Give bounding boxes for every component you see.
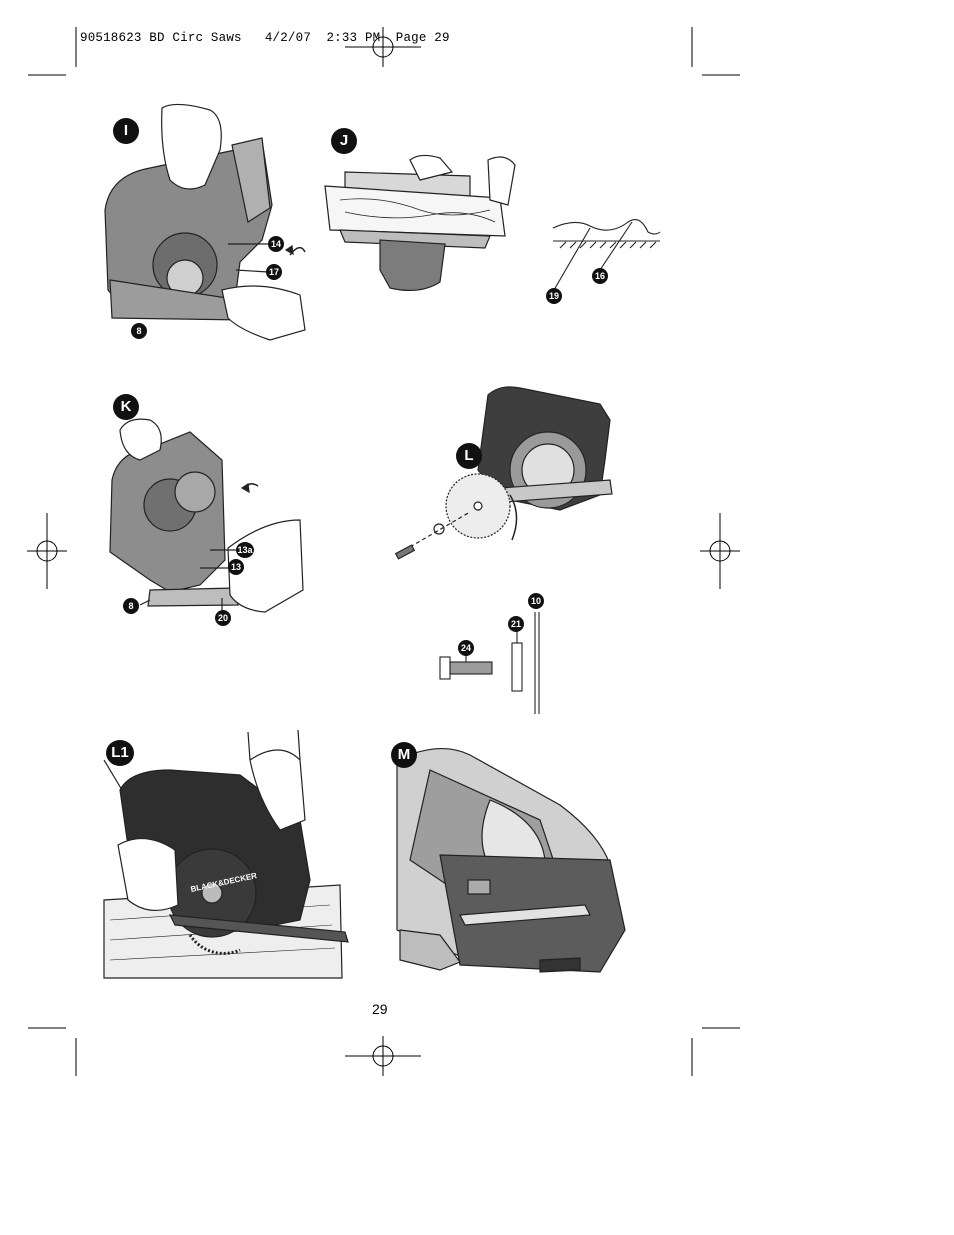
callout-13a: 13a [236, 542, 254, 558]
callout-24: 24 [458, 640, 474, 656]
callout-8: 8 [131, 323, 147, 339]
figure-label-m: M [391, 742, 417, 768]
figure-label-i: I [113, 118, 139, 144]
callout-10: 10 [528, 593, 544, 609]
callout-13: 13 [228, 559, 244, 575]
callout-17: 17 [266, 264, 282, 280]
callout-20: 20 [215, 610, 231, 626]
figure-m-illustration [396, 747, 626, 973]
figure-label-j: J [331, 128, 357, 154]
figure-label-k: K [113, 394, 139, 420]
callout-8: 8 [123, 598, 139, 614]
figure-label-l: L [456, 443, 482, 469]
print-slug: 90518623 BD Circ Saws 4/2/07 2:33 PM Pag… [80, 31, 450, 45]
callout-16: 16 [592, 268, 608, 284]
figure-i-illustration [104, 103, 306, 341]
figure-l-illustration [394, 386, 613, 560]
callout-19: 19 [546, 288, 562, 304]
callout-14: 14 [268, 236, 284, 252]
figure-l1-illustration [103, 729, 349, 979]
page-number: 29 [372, 1001, 388, 1017]
figure-k-illustration [109, 418, 304, 613]
figure-j-detail [552, 219, 661, 291]
figure-l-detail [439, 612, 540, 714]
figure-label-l1: L1 [106, 740, 134, 766]
figure-j-illustration [324, 154, 516, 292]
crop-marks [27, 27, 740, 1076]
callout-21: 21 [508, 616, 524, 632]
